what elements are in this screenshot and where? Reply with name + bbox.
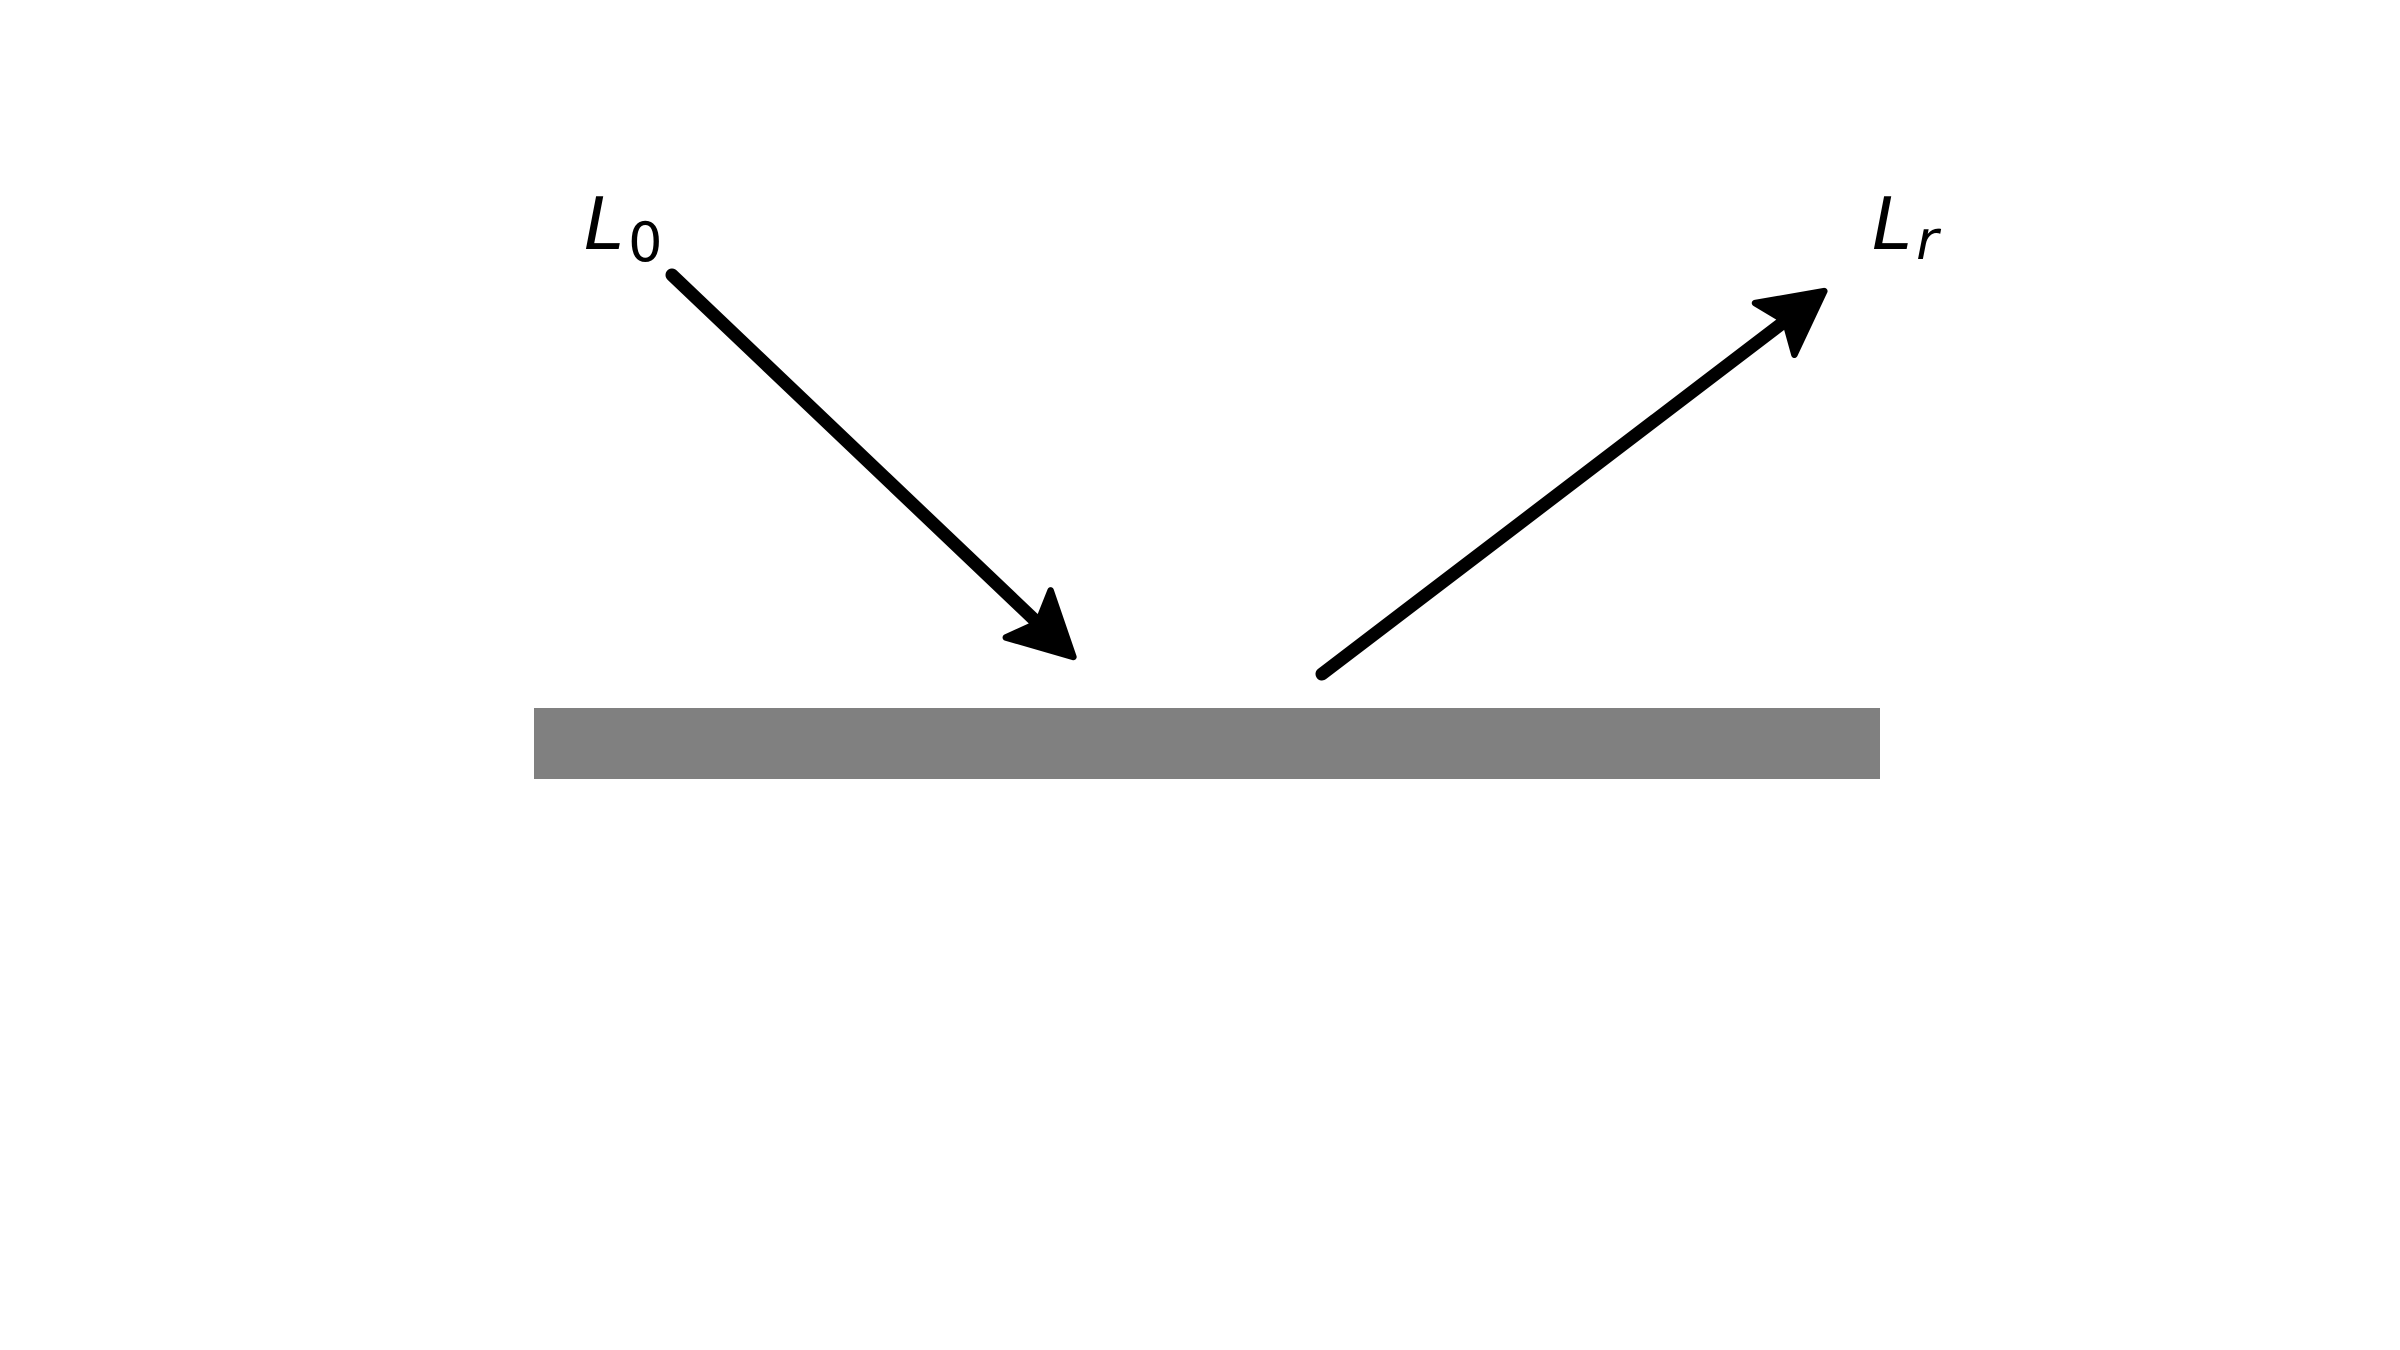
reflected-label-main: L [1872,182,1912,266]
reflecting-surface [534,708,1880,779]
reflected-label-subscript: r [1916,209,1941,272]
reflected-label: Lr [1872,182,1941,272]
reflected-ray-arrow [1315,287,1828,681]
incident-label-subscript: 0 [628,211,662,274]
incident-label: L0 [584,182,662,274]
incident-ray-arrow [665,268,1077,661]
incident-label-main: L [584,182,624,266]
